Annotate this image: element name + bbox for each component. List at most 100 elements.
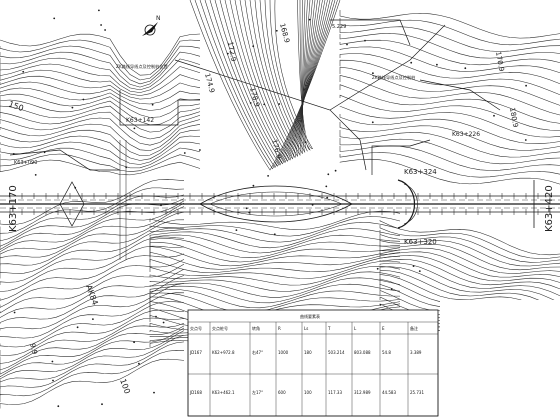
contour-line [379,230,560,263]
survey-point [160,204,162,207]
station-label-k63-324: K63+324 [404,168,437,176]
contour-line [0,33,201,76]
table-cell: 44.583 [382,390,396,395]
table-header-cell: 交点桩号 [212,325,228,331]
table-cell: 503.214 [328,350,345,355]
blank-area [440,300,560,420]
table-header-cell: 备注 [410,325,418,331]
survey-point [151,103,154,106]
station-label-k63-226: K63+226 [452,131,480,138]
contour-line [0,341,185,396]
contour-line [339,122,560,151]
table-cell: 117.33 [328,390,342,395]
survey-point [418,270,421,272]
contour-line [339,53,560,85]
station-ticks [9,193,551,215]
contour-line [249,0,311,156]
contour-line [0,135,201,161]
table-cell: JD168 [189,390,202,395]
contour-line [0,253,185,301]
survey-point [76,326,79,329]
contour-line [274,0,313,150]
contour-line [379,262,560,297]
survey-point [74,186,77,189]
survey-point [275,29,278,32]
contour-line [149,283,401,304]
contour-line [0,111,201,140]
contour-line [0,141,201,165]
contour-line [339,18,560,46]
contour-line [244,0,313,158]
survey-point [412,265,415,267]
survey-point [71,106,74,109]
contour-line [149,222,401,243]
table-cell: 180 [304,350,312,355]
contour-line [379,270,560,311]
table-cell: JD167 [189,350,202,355]
contour-line [339,105,560,138]
contour-line [204,0,333,167]
contour-line [0,327,185,378]
survey-point [155,315,157,318]
contour-line [149,256,401,273]
station-label-k63-142: K63+142 [126,117,154,124]
contour-line [199,0,336,169]
table-header-cell: L [354,326,357,331]
contour-line [0,105,201,133]
note-top-right: ZK路线导线点及控制桩 [372,74,415,81]
survey-point [98,9,100,12]
contour-line [379,235,560,267]
contour-line [339,130,560,158]
table-cell: 54.8 [382,350,391,355]
contour-line [339,33,560,59]
left-station-label: K63+170 [8,185,19,232]
survey-point [13,311,16,314]
contour-line [0,236,185,285]
survey-point [304,141,307,144]
contour-line [0,45,201,85]
survey-point [252,184,255,187]
contour-line [0,179,185,225]
table-cell: 右47° [252,349,263,355]
contour-line [0,187,185,234]
elev-label-8: AK84 [84,284,100,307]
contour-line [0,87,201,111]
grading-outlines [9,19,501,175]
survey-point [311,204,314,206]
contour-line [0,75,201,100]
table-cell: 3.389 [410,350,422,355]
contour-line [149,277,401,298]
note-left-bridge: K63+090 [14,160,37,166]
contour-line [194,0,338,170]
contour-line [0,292,185,339]
contour-line [0,263,185,314]
elev-label-9: 5.229 [332,24,346,30]
contour-line [0,153,201,172]
contour-line [0,309,185,356]
contour-line [229,0,321,161]
survey-point [346,43,348,46]
contour-line [339,10,560,39]
survey-point [334,169,337,172]
elev-label-0: 172.9 [226,41,237,62]
contour-line [339,158,560,185]
contour-line [379,225,560,259]
elev-label-7: 150 [7,99,24,113]
table-header-cell: Ls [304,326,308,331]
contour-line [0,206,185,259]
contour-line [0,57,201,91]
survey-point [101,403,103,406]
contour-line [0,159,201,176]
survey-point [263,103,266,106]
table-title: 曲线要素表 [300,313,320,319]
contour-line [379,266,560,304]
contour-line [0,358,185,409]
survey-point [133,341,136,344]
survey-point [245,207,248,210]
survey-point [104,29,106,31]
survey-point [125,166,128,169]
table-cell: 左17° [252,389,263,395]
survey-point [325,185,328,188]
survey-point [199,149,201,151]
